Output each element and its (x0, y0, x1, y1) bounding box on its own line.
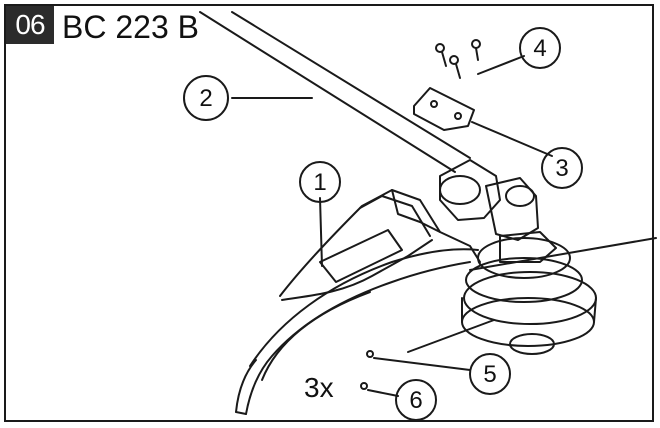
callout-label-1: 1 (313, 169, 326, 196)
screws (435, 39, 481, 79)
mounting-bracket (413, 87, 475, 131)
trimmer-spool (407, 237, 657, 355)
callout-label-5: 5 (483, 361, 496, 388)
callout-circle-3 (541, 147, 583, 189)
gear-head (439, 159, 557, 263)
callout-circle-5 (469, 353, 511, 395)
callout-label-2: 2 (199, 85, 212, 112)
callout-circles (183, 27, 583, 421)
quantity-note: 3x (304, 372, 334, 403)
small-screws (360, 350, 374, 390)
callout-label-4: 4 (533, 35, 546, 62)
callout-label-3: 3 (555, 155, 568, 182)
callout-circle-4 (519, 27, 561, 69)
step-number-badge: 06 (6, 6, 54, 44)
callout-circle-1 (299, 161, 341, 203)
callout-circle-2 (183, 75, 229, 121)
grass-guard (235, 189, 481, 415)
callout-circle-6 (395, 379, 437, 421)
model-title: BC 223 B (62, 9, 199, 45)
callout-label-6: 6 (409, 387, 422, 414)
leader-lines (231, 55, 553, 397)
shaft-tube (199, 11, 471, 173)
